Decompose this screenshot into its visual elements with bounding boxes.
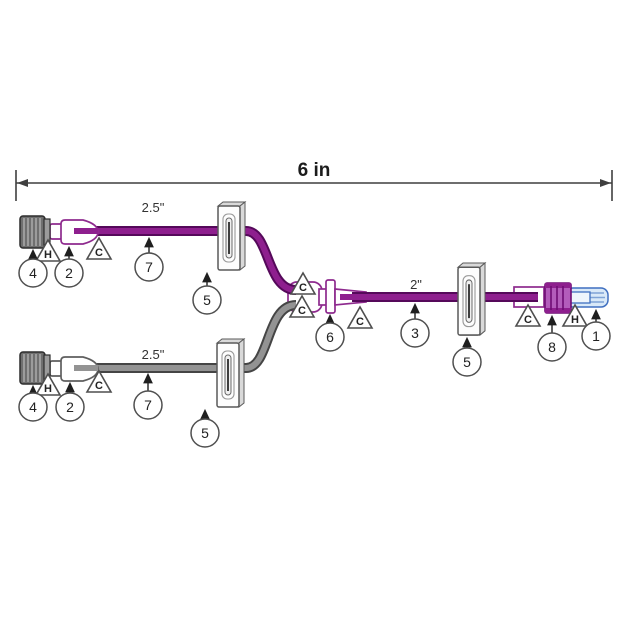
callout-bottom-hub: 2 [55, 381, 85, 422]
marker-c-y-out: C [346, 305, 374, 329]
callout-spin-collar: 8 [537, 314, 567, 362]
marker-h-right: H [561, 303, 589, 327]
dimension-arrow-right [600, 179, 611, 187]
callout-bottom-tubing: 7 [133, 372, 163, 420]
y-site-nozzle-tube [340, 294, 356, 300]
marker-h-bottom: H [34, 372, 62, 396]
dimension-line: 6 in [15, 160, 613, 201]
callout-male-luer: 1 [581, 308, 611, 351]
male-luer-cap [565, 287, 609, 308]
callout-top-hub: 2 [54, 245, 84, 288]
top-tube-length-label: 2.5" [142, 200, 165, 215]
callout-top-clamp: 5 [192, 271, 222, 315]
callout-bottom-clamp: 5 [190, 408, 220, 448]
svg-text:5: 5 [203, 292, 211, 308]
svg-text:H: H [44, 383, 52, 395]
callout-main-tubing: 3 [400, 302, 430, 348]
svg-text:4: 4 [29, 265, 37, 281]
tubing-bottom [72, 300, 297, 373]
svg-text:C: C [95, 380, 103, 392]
slide-clamp-main [456, 261, 487, 337]
tube-in-hub-top [74, 228, 98, 234]
svg-text:C: C [524, 314, 532, 326]
svg-text:3: 3 [411, 325, 419, 341]
svg-text:8: 8 [548, 339, 556, 355]
svg-text:1: 1 [592, 328, 600, 344]
female-luer-assembly-top [19, 215, 99, 249]
y-site-ring [325, 279, 336, 314]
marker-c-y-in-top: C [289, 271, 317, 295]
tubing-top [72, 226, 297, 295]
marker-c-top: C [85, 236, 113, 260]
marker-h-top: H [34, 238, 62, 262]
svg-text:4: 4 [29, 399, 37, 415]
slide-clamp-top [217, 201, 246, 271]
callouts: 4 2 7 5 6 3 5 [18, 236, 611, 448]
svg-text:H: H [44, 249, 52, 261]
svg-text:5: 5 [201, 425, 209, 441]
svg-text:6: 6 [326, 329, 334, 345]
svg-text:7: 7 [145, 259, 153, 275]
slide-clamp-bottom [216, 338, 245, 408]
marker-c-bottom: C [85, 369, 113, 393]
callout-top-cap: 4 [18, 248, 48, 288]
callout-y-site: 6 [315, 313, 345, 352]
svg-text:C: C [298, 305, 306, 317]
svg-text:C: C [299, 282, 307, 294]
svg-text:2: 2 [65, 265, 73, 281]
svg-text:2: 2 [66, 399, 74, 415]
svg-text:5: 5 [463, 354, 471, 370]
callout-bottom-cap: 4 [18, 384, 48, 422]
callout-main-clamp: 5 [452, 336, 482, 377]
spin-collar [544, 282, 572, 314]
tube-in-hub-bottom [74, 365, 98, 371]
dimension-label: 6 in [298, 160, 331, 181]
marker-c-y-in-bottom: C [288, 294, 316, 318]
triangle-markers: H C C C C C H H [34, 236, 589, 396]
female-luer-assembly-bottom [19, 351, 99, 385]
main-tube-length-label: 2" [410, 277, 422, 292]
bottom-tube-length-label: 2.5" [142, 347, 165, 362]
svg-text:C: C [356, 316, 364, 328]
svg-text:7: 7 [144, 397, 152, 413]
callout-top-tubing: 7 [134, 236, 164, 282]
marker-c-right: C [514, 303, 542, 327]
svg-text:C: C [95, 247, 103, 259]
dimension-arrow-left [17, 179, 28, 187]
svg-text:H: H [571, 314, 579, 326]
